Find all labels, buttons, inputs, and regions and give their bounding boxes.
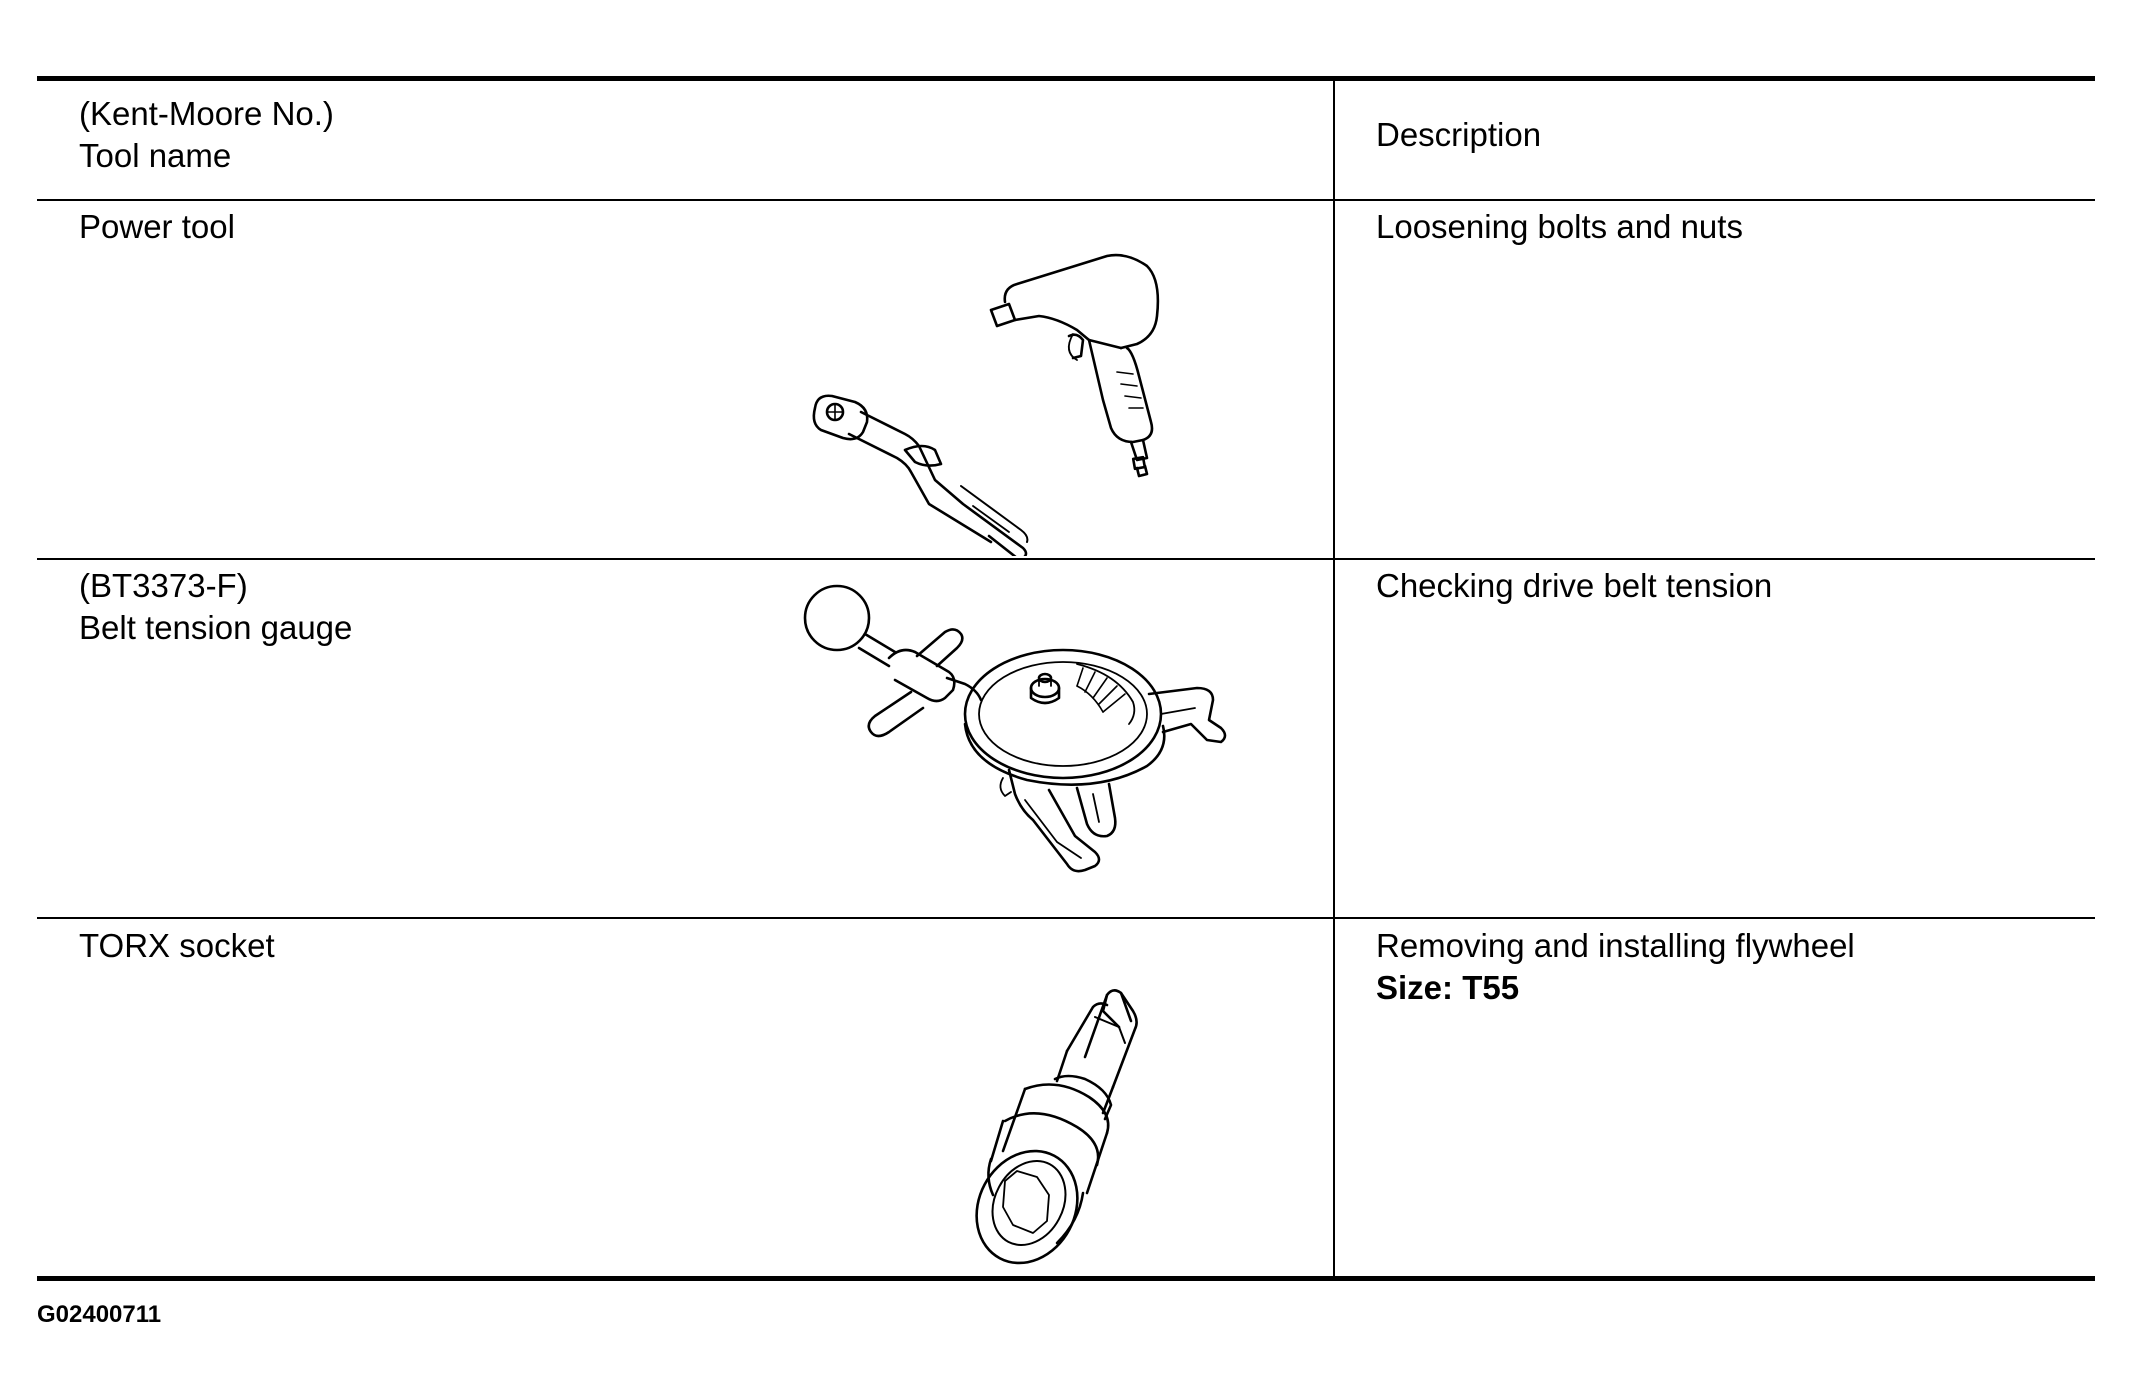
figure-id: G02400711 (37, 1301, 162, 1328)
header-description: Description (1376, 116, 1542, 153)
row2-tool-name: Belt tension gauge (79, 609, 353, 646)
header-divider (37, 199, 2095, 201)
torx-socket-icon (975, 989, 1138, 1265)
header-tool-line1: (Kent-Moore No.) (79, 95, 334, 132)
row1-tool-name: Power tool (79, 208, 235, 245)
table-bottom-rule (37, 1276, 2095, 1281)
header-tool-line2: Tool name (79, 137, 232, 174)
impact-wrench-icon (989, 253, 1160, 478)
column-divider (1333, 81, 1335, 1276)
row2-kent-moore-no: (BT3373-F) (79, 567, 248, 604)
row3-tool-name: TORX socket (79, 927, 275, 964)
table-top-rule (37, 76, 2095, 81)
special-tools-table: (Kent-Moore No.) Tool name Description P… (37, 76, 2095, 1281)
row2-description: Checking drive belt tension (1376, 567, 1773, 604)
air-ratchet-icon (812, 394, 1029, 556)
row1-description: Loosening bolts and nuts (1376, 208, 1743, 245)
row-divider (37, 558, 2095, 560)
belt-tension-gauge-icon (803, 584, 1227, 873)
row-divider (37, 917, 2095, 919)
power-tool-icon (812, 253, 1160, 556)
row3-description: Removing and installing flywheel (1376, 927, 1855, 964)
row3-size: Size: T55 (1376, 969, 1520, 1006)
